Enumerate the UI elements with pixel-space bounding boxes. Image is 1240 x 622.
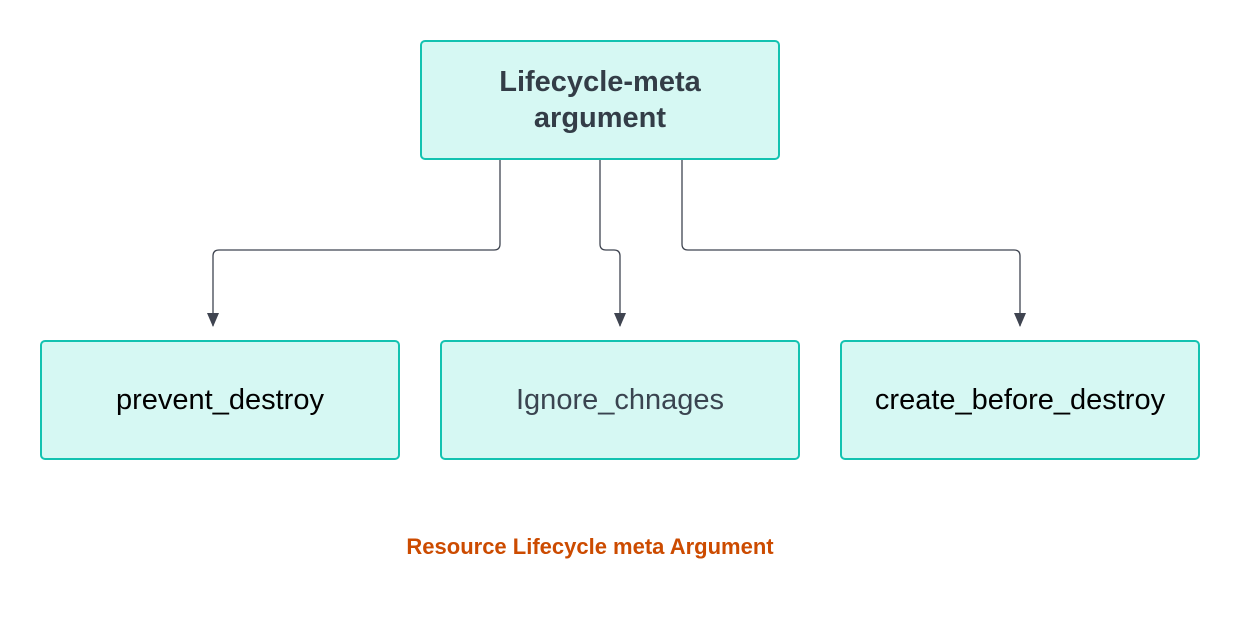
child-node-label: prevent_destroy: [116, 383, 324, 416]
child-node-prevent-destroy: prevent_destroy: [40, 340, 400, 460]
connector-root-to-ignore-changes: [599, 160, 626, 327]
diagram-caption: Resource Lifecycle meta Argument: [406, 534, 774, 559]
child-node-ignore-changes: Ignore_chnages: [440, 340, 800, 460]
connector-root-to-prevent-destroy: [207, 160, 501, 327]
root-node-lifecycle-meta-argument: Lifecycle-meta argument: [420, 40, 780, 160]
root-node-label: Lifecycle-meta argument: [499, 66, 701, 134]
child-node-label: create_before_destroy: [874, 383, 1166, 416]
child-node-label: Ignore_chnages: [516, 383, 724, 416]
child-node-create-before-destroy: create_before_destroy: [840, 340, 1200, 460]
connector-root-to-create-before-destroy: [681, 160, 1026, 327]
